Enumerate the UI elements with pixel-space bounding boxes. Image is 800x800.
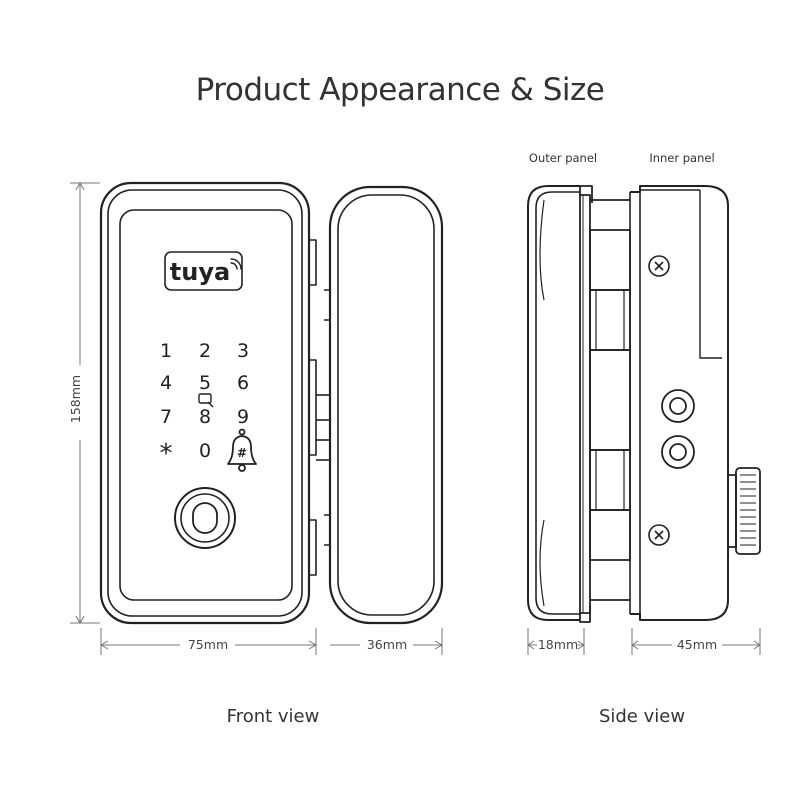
key-0: 0 [199, 440, 211, 462]
dim-front-width-label: 75mm [188, 637, 228, 652]
outer-panel-label: Outer panel [528, 151, 598, 165]
key-2: 2 [199, 340, 211, 362]
key-hash: # [237, 446, 247, 460]
inner-panel-label: Inner panel [649, 151, 715, 165]
dim-front-depth-label: 36mm [367, 637, 407, 652]
key-9: 9 [237, 406, 249, 428]
card-reader-icon [198, 393, 214, 408]
brand-logo-box [164, 251, 243, 291]
dim-inner-thickness-label: 45mm [677, 637, 717, 652]
key-5: 5 [199, 372, 211, 394]
front-view-caption: Front view [226, 706, 320, 727]
outer-panel-side [527, 185, 580, 621]
dim-height-label: 158mm [68, 375, 83, 423]
inner-panel-side [629, 185, 729, 621]
dimension-lines [70, 181, 761, 655]
screw-icon [648, 255, 670, 277]
glass-clamp [579, 185, 631, 623]
side-button-lower [661, 435, 695, 469]
wifi-icon [230, 258, 242, 270]
panel-connector [316, 394, 331, 461]
doorbell-icon [227, 428, 257, 472]
side-view-caption: Side view [598, 706, 686, 727]
key-3: 3 [237, 340, 249, 362]
key-6: 6 [237, 372, 249, 394]
key-7: 7 [160, 406, 172, 428]
front-panel [99, 181, 317, 625]
page-title: Product Appearance & Size [195, 72, 605, 108]
key-1: 1 [160, 340, 172, 362]
front-side-panel [324, 185, 444, 625]
key-8: 8 [199, 406, 211, 428]
key-4: 4 [160, 372, 172, 394]
screw-icon [648, 524, 670, 546]
brand-logo-text: tuya [170, 258, 230, 286]
key-star: * [160, 439, 173, 469]
dim-outer-thickness-label: 18mm [538, 637, 578, 652]
side-button-upper [661, 389, 695, 423]
fingerprint-sensor-icon [174, 487, 236, 549]
knob-icon [727, 467, 761, 555]
